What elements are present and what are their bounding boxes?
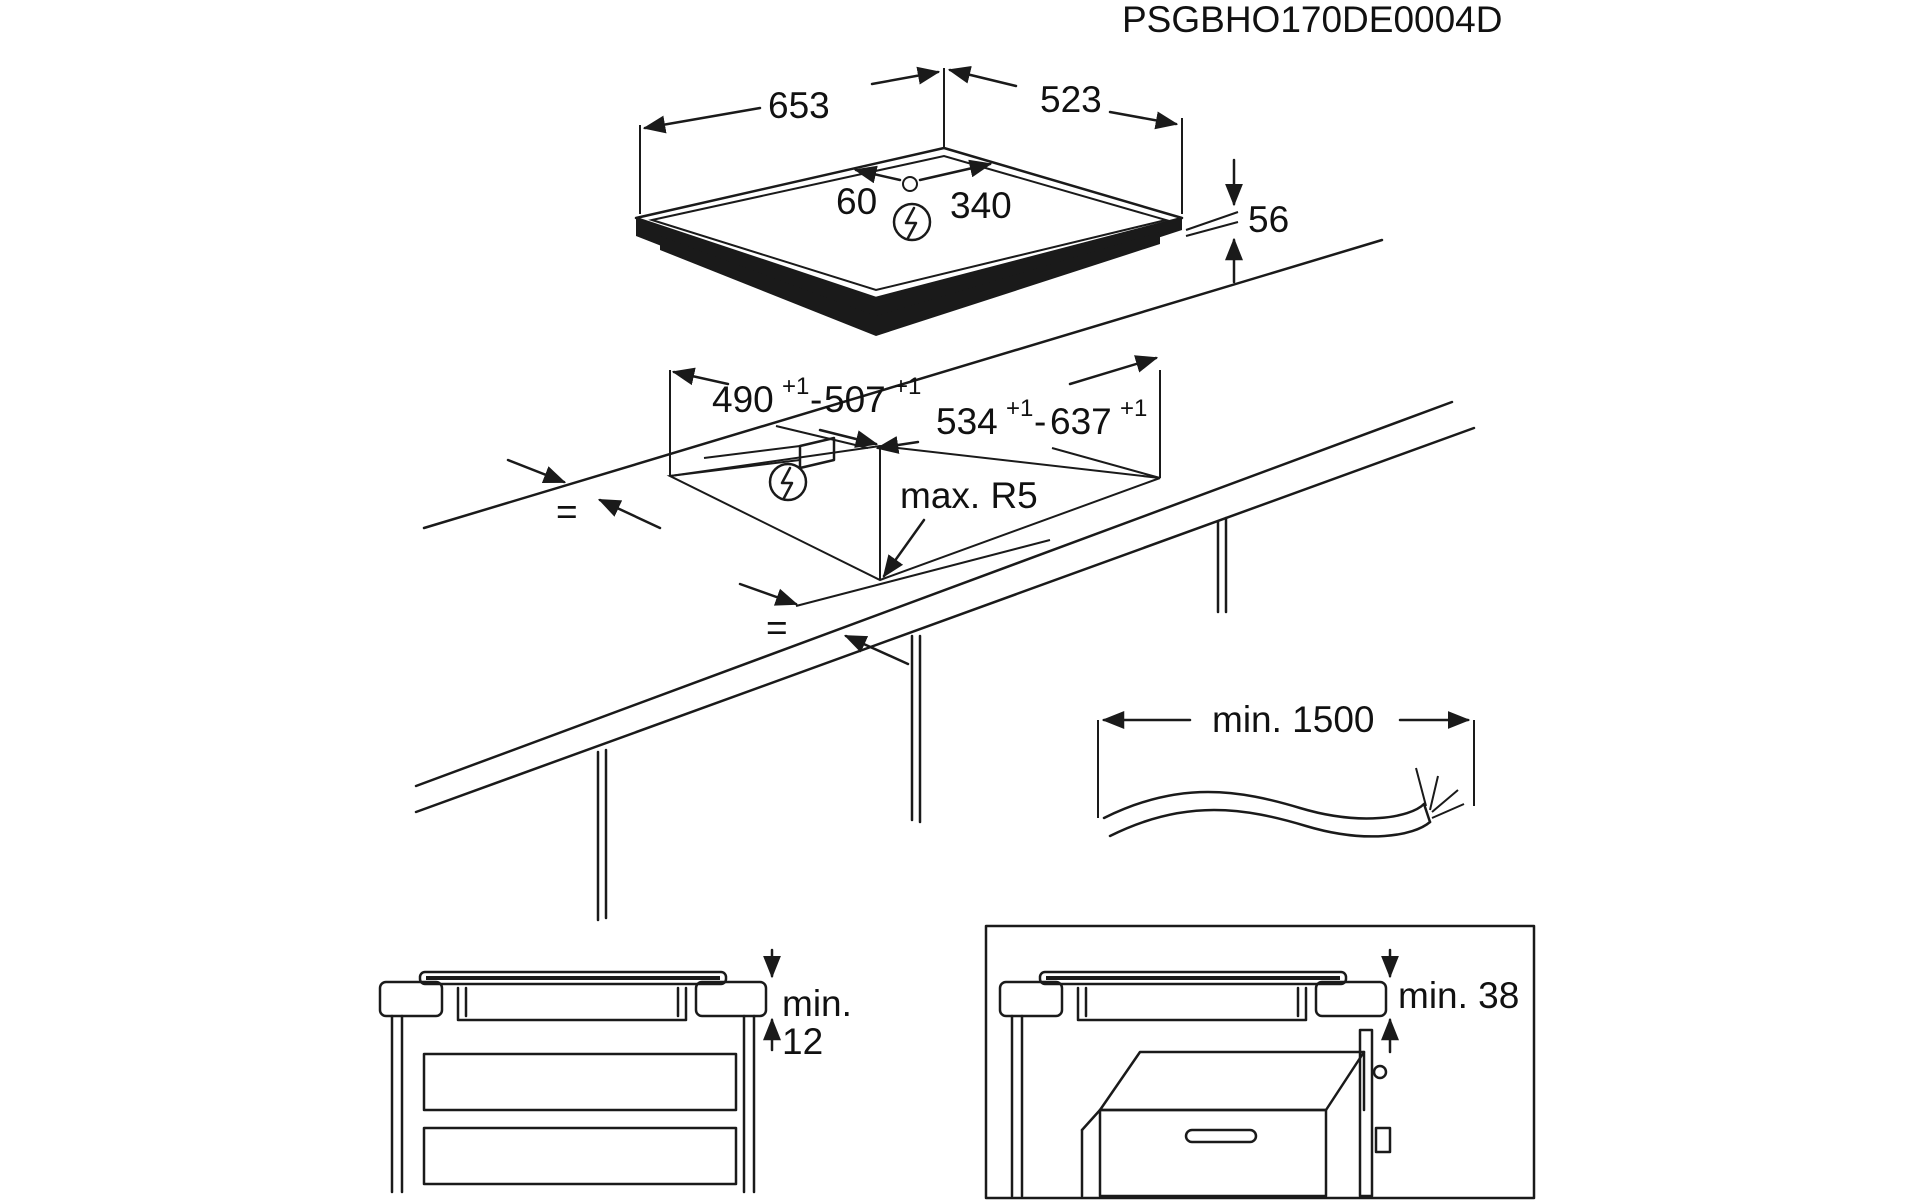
corner-radius-label: max. R5 [900,475,1038,516]
power-cable-illustration [1097,711,1475,838]
drawer-clearance-label-line2: 12 [782,1021,823,1062]
hob-body-left [660,236,876,336]
cutout-width-label: 534 +1 - 637 +1 [936,395,1147,442]
connection-offset-left-label: 60 [836,181,877,222]
cable-length-label: min. 1500 [1212,699,1375,740]
svg-text:637: 637 [1050,401,1112,442]
hob-width-label: 653 [768,85,830,126]
hob-dimension-lines [639,66,1243,284]
drawer-installation-illustration [378,948,781,1194]
hob-body-right [876,232,1160,336]
svg-text:+1: +1 [1120,395,1147,422]
oven-installation-illustration [984,924,1536,1200]
worktop-illustration [414,238,1476,922]
svg-text:507: 507 [824,379,886,420]
oven-installation-frame [984,924,1536,1200]
equal-spacing-mark-left: = [556,491,578,532]
svg-text:+1: +1 [894,373,921,400]
svg-text:+1: +1 [1006,395,1033,422]
drawer-clearance-label-line1: min. [782,983,852,1024]
svg-text:-: - [810,379,822,420]
svg-text:+1: +1 [782,373,809,400]
diagram-id: PSGBHO170DE0004D [1122,0,1502,40]
hob-depth-label: 523 [1040,79,1102,120]
svg-text:534: 534 [936,401,998,442]
oven-clearance-label: min. 38 [1398,975,1519,1016]
connection-offset-right-label: 340 [950,185,1012,226]
electrical-connection-icon [892,202,932,242]
svg-text:-: - [1034,401,1046,442]
svg-text:490: 490 [712,379,774,420]
electrical-connection-icon [768,462,808,502]
hob-height-label: 56 [1248,199,1289,240]
cutout-depth-label: 490 +1 - 507 +1 [712,373,921,420]
hob-illustration [634,146,1184,336]
equal-spacing-mark-right: = [766,607,788,648]
hob-glass-inner [648,154,1170,292]
